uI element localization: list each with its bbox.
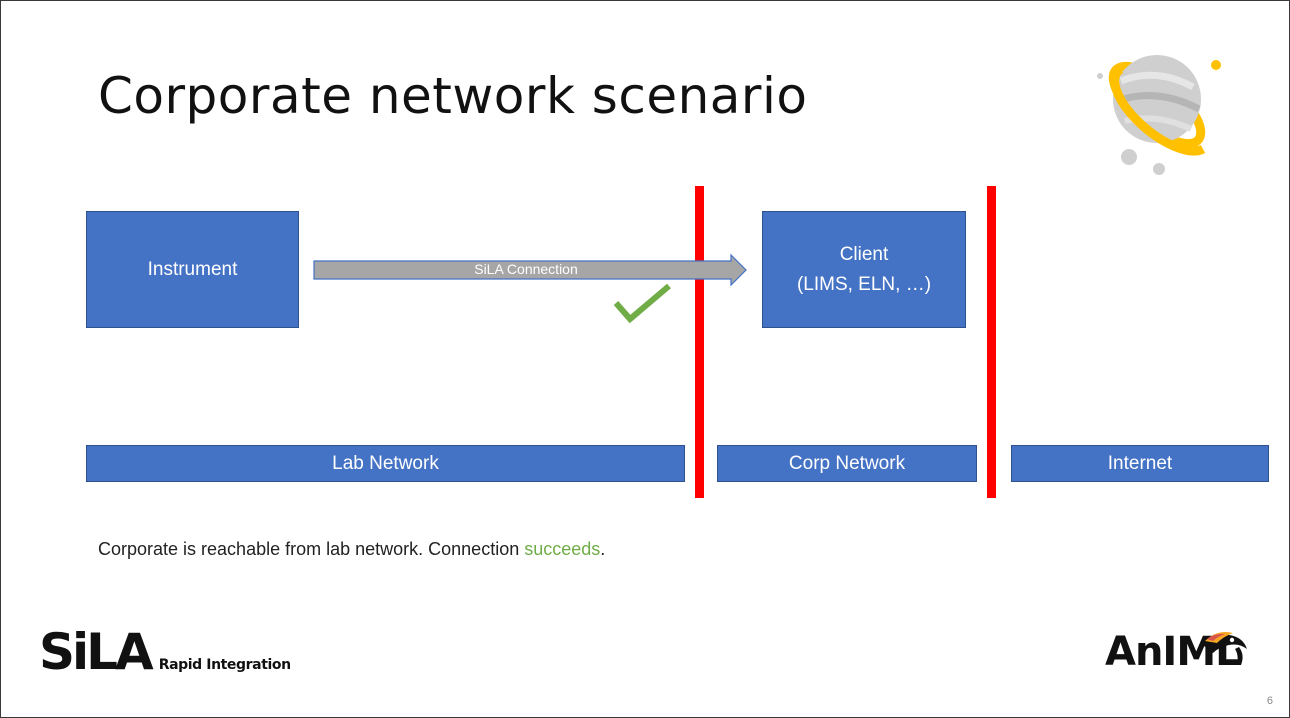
lab-network-bar: Lab Network bbox=[86, 445, 685, 482]
lab-network-label: Lab Network bbox=[332, 452, 439, 474]
sila-tagline: Rapid Integration bbox=[158, 657, 291, 673]
caption-text: Corporate is reachable from lab network.… bbox=[98, 539, 525, 559]
corp-network-label: Corp Network bbox=[788, 452, 906, 474]
firewall-line-corp-internet bbox=[987, 186, 996, 498]
sila-logo-text: SiLA bbox=[39, 623, 154, 681]
checkmark-icon bbox=[613, 283, 671, 324]
page-number: 6 bbox=[1266, 695, 1273, 707]
client-label: Client (LIMS, ELN, …) bbox=[796, 243, 932, 295]
internet-label: Internet bbox=[1107, 452, 1173, 474]
arrow-label: SiLA Connection bbox=[474, 261, 578, 277]
client-box: Client (LIMS, ELN, …) bbox=[762, 211, 966, 328]
sila-connection-arrow bbox=[313, 253, 747, 287]
planet-icon bbox=[1097, 55, 1221, 175]
toucan-icon bbox=[1203, 632, 1247, 665]
caption-success: succeeds bbox=[524, 539, 601, 559]
internet-bar: Internet bbox=[1011, 445, 1269, 482]
corp-network-bar: Corp Network bbox=[717, 445, 977, 482]
slide-title: Corporate network scenario bbox=[98, 67, 808, 125]
caption-end: . bbox=[600, 539, 606, 559]
instrument-label: Instrument bbox=[147, 258, 238, 280]
instrument-box: Instrument bbox=[86, 211, 299, 328]
firewall-line-lab-corp bbox=[695, 186, 704, 498]
caption: Corporate is reachable from lab network.… bbox=[98, 539, 605, 560]
